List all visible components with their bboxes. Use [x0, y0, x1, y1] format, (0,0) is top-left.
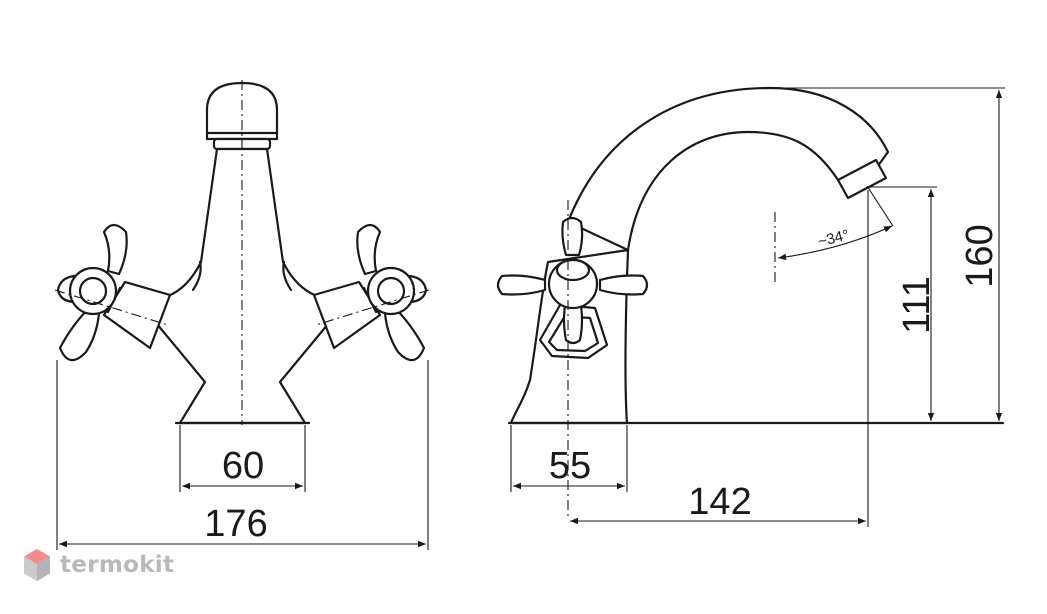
dimension-spout-height: 111	[870, 186, 938, 421]
dim-label-60: 60	[222, 445, 264, 487]
spout-angle-indicator: ~34°	[774, 185, 894, 282]
dim-label-160: 160	[959, 224, 1001, 287]
dim-label-55: 55	[549, 445, 591, 487]
dimension-base-depth: 55	[510, 425, 628, 492]
hexagon-logo-icon	[24, 549, 50, 581]
termokit-logo: termokit	[22, 548, 174, 582]
dim-label-142: 142	[688, 481, 751, 523]
dim-label-176: 176	[204, 503, 267, 545]
dimension-base-width: 60	[179, 425, 306, 492]
logo-text: termokit	[60, 552, 175, 578]
dimension-spout-reach: 142	[570, 190, 869, 527]
side-view: ~34° 55 142 111 160	[496, 86, 1005, 527]
left-handle	[54, 223, 172, 362]
side-handle	[496, 216, 649, 345]
front-view: 60 176	[54, 80, 430, 550]
right-handle	[312, 223, 430, 362]
dimension-overall-width: 176	[56, 360, 429, 550]
dim-label-111: 111	[896, 276, 938, 334]
dimension-overall-height: 160	[772, 87, 1005, 421]
angle-label: ~34°	[816, 227, 851, 251]
